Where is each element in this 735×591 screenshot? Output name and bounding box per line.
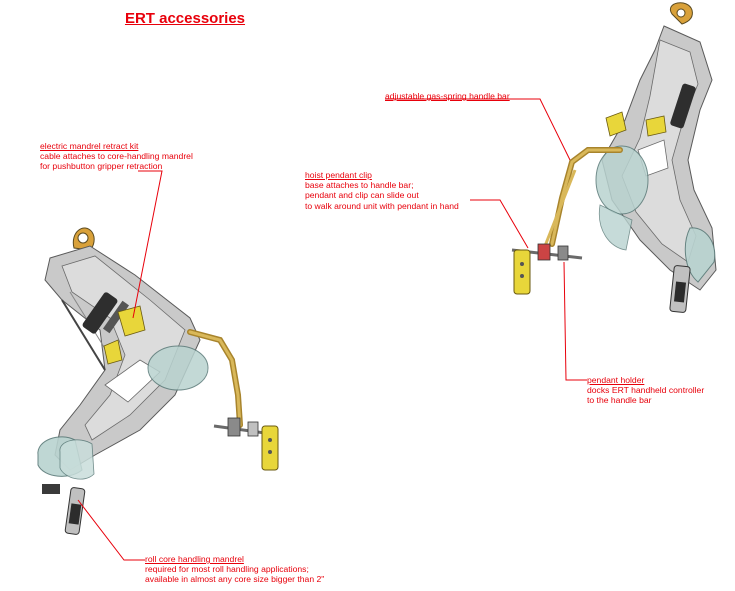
- callout-mandrel-retract-line-2: for pushbutton gripper retraction: [40, 161, 163, 172]
- left-frame-plate-rear: [61, 255, 186, 441]
- right-actuator: [670, 83, 696, 129]
- left-gripper-disc: [147, 345, 209, 391]
- right-lower-guard: [684, 227, 716, 283]
- callout-pendant-clip-line-1: base attaches to handle bar;: [305, 180, 414, 191]
- callout-pendant-clip: hoist pendant clip base attaches to hand…: [305, 170, 459, 211]
- left-retract-kit-block: [117, 305, 146, 337]
- leader-pendant-clip: [470, 199, 529, 249]
- callout-pendant-holder-line-2: to the handle bar: [587, 395, 652, 406]
- leader-mandrel-retract: [132, 170, 163, 319]
- callout-roll-core: roll core handling mandrel required for …: [145, 554, 324, 585]
- right-ert-unit: [511, 2, 717, 313]
- left-ert-unit: [37, 227, 279, 535]
- right-pendant-controller: [513, 249, 531, 295]
- leader-handle-bar: [385, 98, 571, 161]
- callout-mandrel-retract-head: electric mandrel retract kit: [40, 141, 139, 151]
- callout-mandrel-retract-line-1: cable attaches to core-handling mandrel: [40, 151, 193, 162]
- left-pendant-assembly: [213, 417, 279, 471]
- callout-pendant-holder: pendant holder docks ERT handheld contro…: [587, 375, 704, 406]
- left-retract-actuator: [82, 292, 130, 334]
- left-pendant-controller: [261, 425, 279, 471]
- callout-roll-core-line-2: available in almost any core size bigger…: [145, 574, 325, 585]
- left-roll-core-mandrel: [42, 484, 86, 535]
- callout-pendant-holder-line-1: docks ERT handheld controller: [587, 385, 705, 396]
- callout-handle-bar: adjustable gas-spring handle bar: [385, 91, 510, 101]
- callout-pendant-clip-head: hoist pendant clip: [305, 170, 372, 180]
- callout-mandrel-retract: electric mandrel retract kit cable attac…: [40, 141, 193, 172]
- callout-pendant-holder-head: pendant holder: [587, 375, 645, 385]
- callout-pendant-clip-line-2: pendant and clip can slide out: [305, 190, 419, 201]
- right-lifting-eye: [669, 2, 693, 25]
- right-roll-core-mandrel: [669, 265, 691, 313]
- leader-pendant-holder: [563, 261, 587, 381]
- callout-handle-bar-head: adjustable gas-spring handle bar: [385, 91, 510, 101]
- leader-roll-core: [77, 499, 145, 561]
- right-gripper-disc: [595, 145, 649, 215]
- diagram-title: ERT accessories: [124, 10, 246, 27]
- callout-pendant-clip-line-3: to walk around unit with pendant in hand: [305, 200, 459, 211]
- callout-roll-core-line-1: required for most roll handling applicat…: [145, 564, 309, 575]
- right-pendant-assembly: [511, 243, 583, 295]
- callout-roll-core-head: roll core handling mandrel: [145, 554, 244, 564]
